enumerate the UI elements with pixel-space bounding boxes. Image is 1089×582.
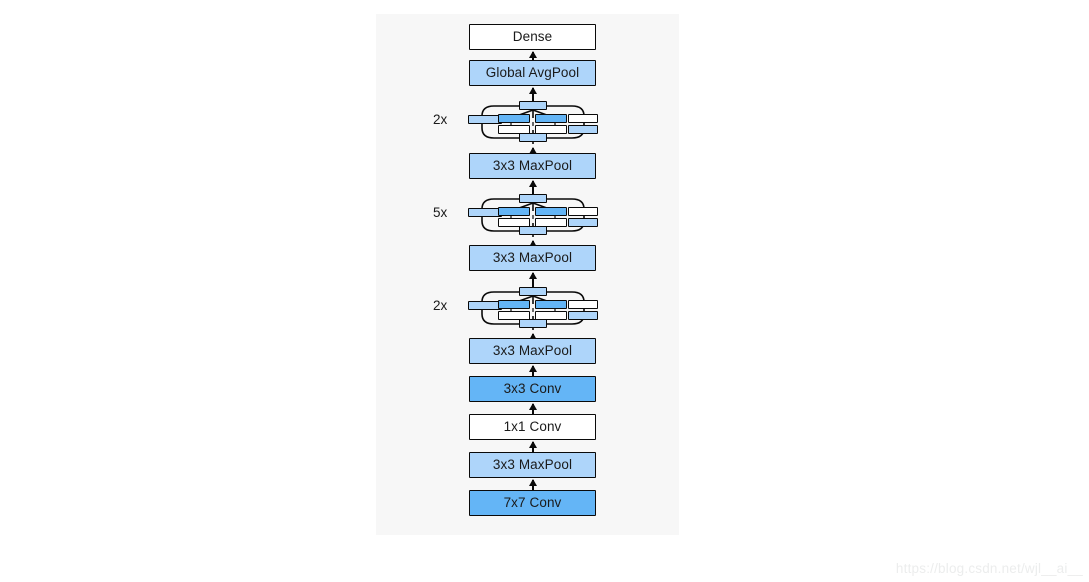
block-label: 3x3 MaxPool: [492, 457, 573, 473]
inception-branch-c-lower: [568, 311, 598, 320]
inception-concat-top: [519, 194, 547, 203]
multiplier-label-middle: 5x: [433, 205, 448, 220]
arrow-maxpool-bottom-to-conv1x1: [532, 442, 534, 461]
inception-concat-bottom: [519, 319, 547, 328]
block-label: 3x3 MaxPool: [492, 343, 573, 359]
block-label: Global AvgPool: [485, 65, 580, 81]
inception-branch-c-upper: [568, 207, 598, 216]
inception-stack-middle: [468, 189, 598, 237]
inception-branch-c-upper: [568, 300, 598, 309]
inception-branch-a-lower: [498, 125, 530, 134]
block-label: 3x3 MaxPool: [492, 250, 573, 266]
block-conv-7x7: 7x7 Conv: [469, 490, 596, 516]
arrow-conv7x7-to-maxpool-bottom: [532, 480, 534, 499]
inception-branch-a-upper: [498, 114, 530, 123]
block-dense: Dense: [469, 24, 596, 50]
inception-branch-b-upper: [535, 207, 567, 216]
inception-branch-b-upper: [535, 114, 567, 123]
block-label: 3x3 MaxPool: [492, 158, 573, 174]
inception-concat-bottom: [519, 133, 547, 142]
inception-branch-c-lower: [568, 218, 598, 227]
arrow-conv3x3-to-maxpool-lower: [532, 366, 534, 385]
block-label: 1x1 Conv: [503, 419, 562, 435]
block-maxpool-bottom: 3x3 MaxPool: [469, 452, 596, 478]
inception-branch-a-upper: [498, 300, 530, 309]
arrow-inception-top-to-avgpool: [532, 88, 534, 106]
block-maxpool-upper: 3x3 MaxPool: [469, 153, 596, 179]
inception-branch-b-lower: [535, 125, 567, 134]
inception-branch-a-upper: [498, 207, 530, 216]
block-label: Dense: [512, 29, 553, 45]
inception-branch-b-lower: [535, 311, 567, 320]
block-global-avgpool: Global AvgPool: [469, 60, 596, 86]
block-maxpool-lower: 3x3 MaxPool: [469, 338, 596, 364]
inception-branch-pool: [468, 301, 502, 310]
multiplier-label-top: 2x: [433, 112, 448, 127]
inception-concat-bottom: [519, 226, 547, 235]
multiplier-label-bottom: 2x: [433, 298, 448, 313]
inception-stack-top: [468, 96, 598, 144]
inception-concat-top: [519, 287, 547, 296]
block-conv-3x3: 3x3 Conv: [469, 376, 596, 402]
inception-branch-b-upper: [535, 300, 567, 309]
block-conv-1x1: 1x1 Conv: [469, 414, 596, 440]
watermark-text: https://blog.csdn.net/wjl__ai__: [895, 561, 1083, 576]
inception-branch-b-lower: [535, 218, 567, 227]
inception-concat-top: [519, 101, 547, 110]
arrow-inception-bottom-to-maxpool-middle: [532, 273, 534, 291]
inception-branch-c-lower: [568, 125, 598, 134]
arrow-inception-mid-to-maxpool-upper: [532, 181, 534, 199]
block-label: 3x3 Conv: [503, 381, 562, 397]
inception-branch-a-lower: [498, 311, 530, 320]
inception-branch-a-lower: [498, 218, 530, 227]
block-label: 7x7 Conv: [503, 495, 562, 511]
inception-branch-c-upper: [568, 114, 598, 123]
diagram-canvas: Dense Global AvgPool 2x: [376, 14, 679, 535]
arrow-conv1x1-to-conv3x3: [532, 404, 534, 423]
inception-branch-pool: [468, 115, 502, 124]
inception-branch-pool: [468, 208, 502, 217]
block-maxpool-middle: 3x3 MaxPool: [469, 245, 596, 271]
inception-stack-bottom: [468, 282, 598, 330]
